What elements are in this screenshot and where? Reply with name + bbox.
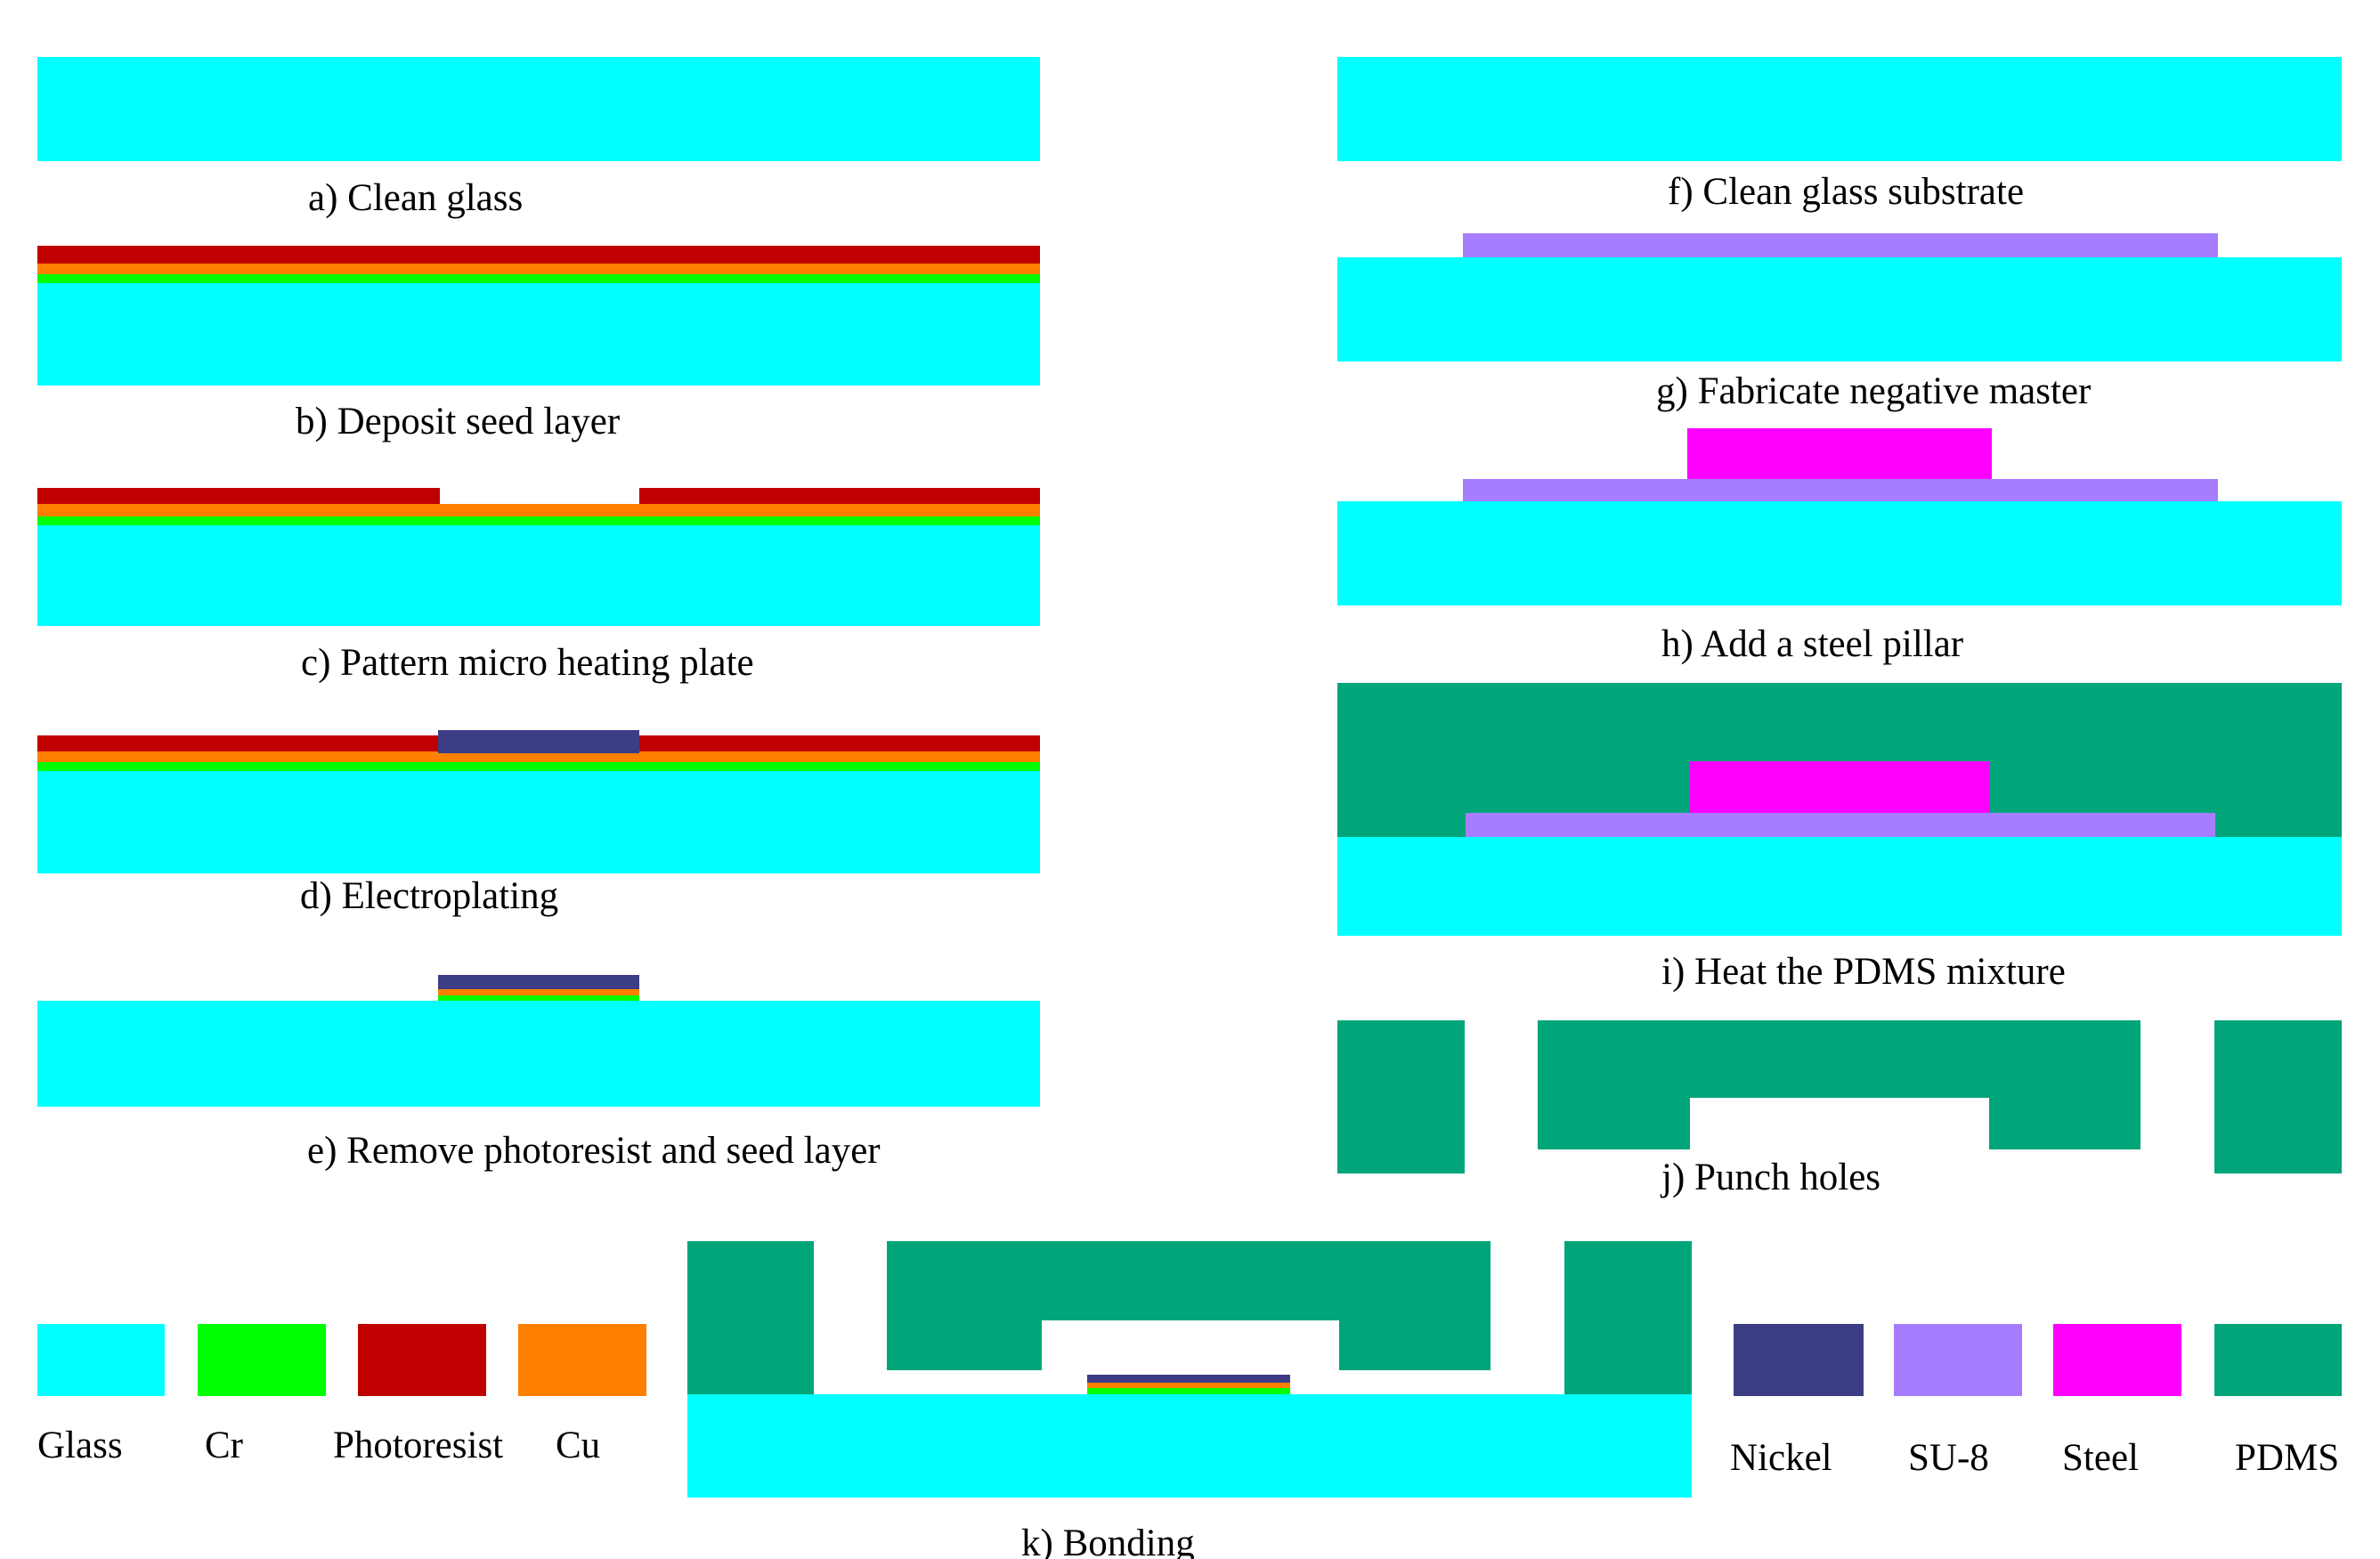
su8-layer xyxy=(1463,233,2218,257)
legend-swatch-nickel xyxy=(1734,1324,1864,1396)
legend-swatch-photoresist xyxy=(358,1324,486,1396)
legend-label-steel: Steel xyxy=(2062,1437,2139,1479)
step-j-label: j) Punch holes xyxy=(1660,1157,1880,1198)
legend-swatch-glass xyxy=(37,1324,165,1396)
step-g-label: g) Fabricate negative master xyxy=(1656,370,2091,412)
step-e-label: e) Remove photoresist and seed layer xyxy=(307,1130,881,1172)
pdms-channel-block xyxy=(887,1241,1491,1370)
step-f-label: f) Clean glass substrate xyxy=(1668,171,2024,213)
legend-label-photoresist: Photoresist xyxy=(333,1425,503,1466)
legend-label-nickel: Nickel xyxy=(1730,1437,1832,1479)
step-i: i) Heat the PDMS mixture xyxy=(1337,683,2342,993)
pdms-right-block xyxy=(2214,1020,2342,1173)
pdms-channel-block xyxy=(1538,1020,2140,1149)
step-d: d) Electroplating xyxy=(37,730,1040,917)
step-h: h) Add a steel pillar xyxy=(1337,428,2342,665)
pdms-right-block xyxy=(1564,1241,1692,1394)
cr-layer xyxy=(37,516,1040,525)
glass-layer xyxy=(1337,501,2342,605)
glass-layer xyxy=(37,1001,1040,1107)
step-j: j) Punch holes xyxy=(1337,1020,2342,1198)
nickel-plate xyxy=(438,730,639,753)
photoresist-right xyxy=(639,488,1040,504)
step-d-label: d) Electroplating xyxy=(300,875,558,917)
legend-label-su8: SU-8 xyxy=(1908,1437,1989,1479)
step-k-label: k) Bonding xyxy=(1021,1522,1195,1559)
legend-swatch-pdms xyxy=(2214,1324,2342,1396)
cr-layer xyxy=(37,274,1040,283)
step-f: f) Clean glass substrate xyxy=(1337,57,2342,213)
step-c: c) Pattern micro heating plate xyxy=(37,488,1040,684)
step-a-label: a) Clean glass xyxy=(308,177,523,219)
pdms-left-block xyxy=(1337,1020,1465,1173)
legend-swatch-steel xyxy=(2053,1324,2181,1396)
glass-layer xyxy=(1337,837,2342,936)
photoresist-left xyxy=(37,488,440,504)
legend-right: Nickel SU-8 Steel PDMS xyxy=(1730,1324,2342,1479)
su8-layer xyxy=(1463,479,2218,501)
legend-swatch-cr xyxy=(198,1324,326,1396)
legend-label-cu: Cu xyxy=(556,1425,600,1466)
glass-layer xyxy=(1337,57,2342,161)
cu-layer xyxy=(438,988,639,995)
cr-layer xyxy=(37,762,1040,771)
step-b-label: b) Deposit seed layer xyxy=(296,401,620,443)
step-h-label: h) Add a steel pillar xyxy=(1661,623,1963,665)
nickel-plate xyxy=(1087,1375,1290,1383)
steel-pillar xyxy=(1687,428,1992,479)
step-b: b) Deposit seed layer xyxy=(37,246,1040,443)
legend-left: Glass Cr Photoresist Cu xyxy=(37,1324,646,1466)
glass-layer xyxy=(37,525,1040,626)
photoresist-layer xyxy=(37,246,1040,264)
cr-layer xyxy=(438,994,639,1001)
step-a: a) Clean glass xyxy=(37,57,1040,219)
legend-label-glass: Glass xyxy=(37,1425,123,1466)
steel-pillar xyxy=(1690,761,1989,813)
cu-layer xyxy=(37,504,1040,516)
cu-layer xyxy=(37,751,1040,762)
cu-layer xyxy=(37,264,1040,274)
legend-swatch-su8 xyxy=(1894,1324,2022,1396)
step-g: g) Fabricate negative master xyxy=(1337,233,2342,412)
glass-layer xyxy=(1337,257,2342,361)
step-k: k) Bonding xyxy=(687,1241,1692,1559)
glass-layer xyxy=(37,57,1040,161)
pdms-left-block xyxy=(687,1241,814,1394)
step-c-label: c) Pattern micro heating plate xyxy=(301,642,754,684)
legend-swatch-cu xyxy=(518,1324,646,1396)
su8-layer xyxy=(1466,813,2215,837)
legend-label-pdms: PDMS xyxy=(2235,1437,2339,1479)
glass-layer xyxy=(37,283,1040,386)
glass-layer xyxy=(37,771,1040,873)
cu-layer xyxy=(1087,1382,1290,1388)
step-i-label: i) Heat the PDMS mixture xyxy=(1661,951,2066,993)
step-e: e) Remove photoresist and seed layer xyxy=(37,975,1040,1172)
glass-layer xyxy=(687,1394,1692,1498)
nickel-plate xyxy=(438,975,639,989)
legend-label-cr: Cr xyxy=(205,1425,243,1466)
cr-layer xyxy=(1087,1387,1290,1394)
